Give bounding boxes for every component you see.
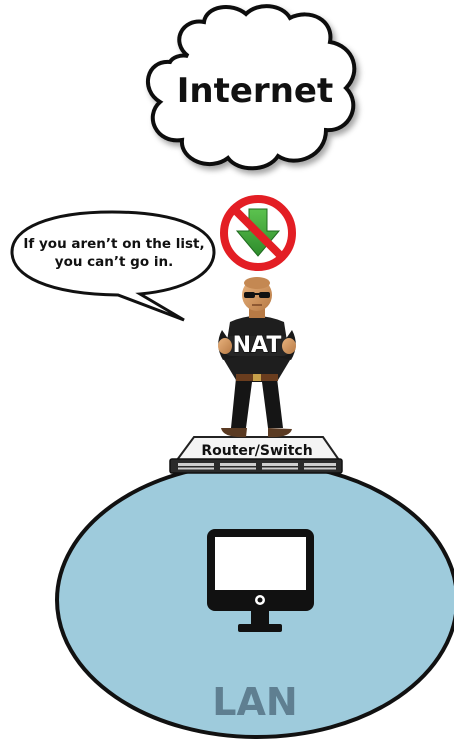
no-entry-download-icon [224,199,292,267]
internet-label: Internet [177,71,333,111]
nat-guard: NAT [218,277,296,437]
router-switch: Router/Switch [170,437,342,473]
speech-line-1: If you aren’t on the list, [23,236,204,252]
nat-label: NAT [233,333,282,358]
speech-line-2: you can’t go in. [55,254,173,270]
lan-label: LAN [212,680,297,724]
speech-bubble: If you aren’t on the list, you can’t go … [12,212,214,320]
router-label: Router/Switch [201,443,312,459]
